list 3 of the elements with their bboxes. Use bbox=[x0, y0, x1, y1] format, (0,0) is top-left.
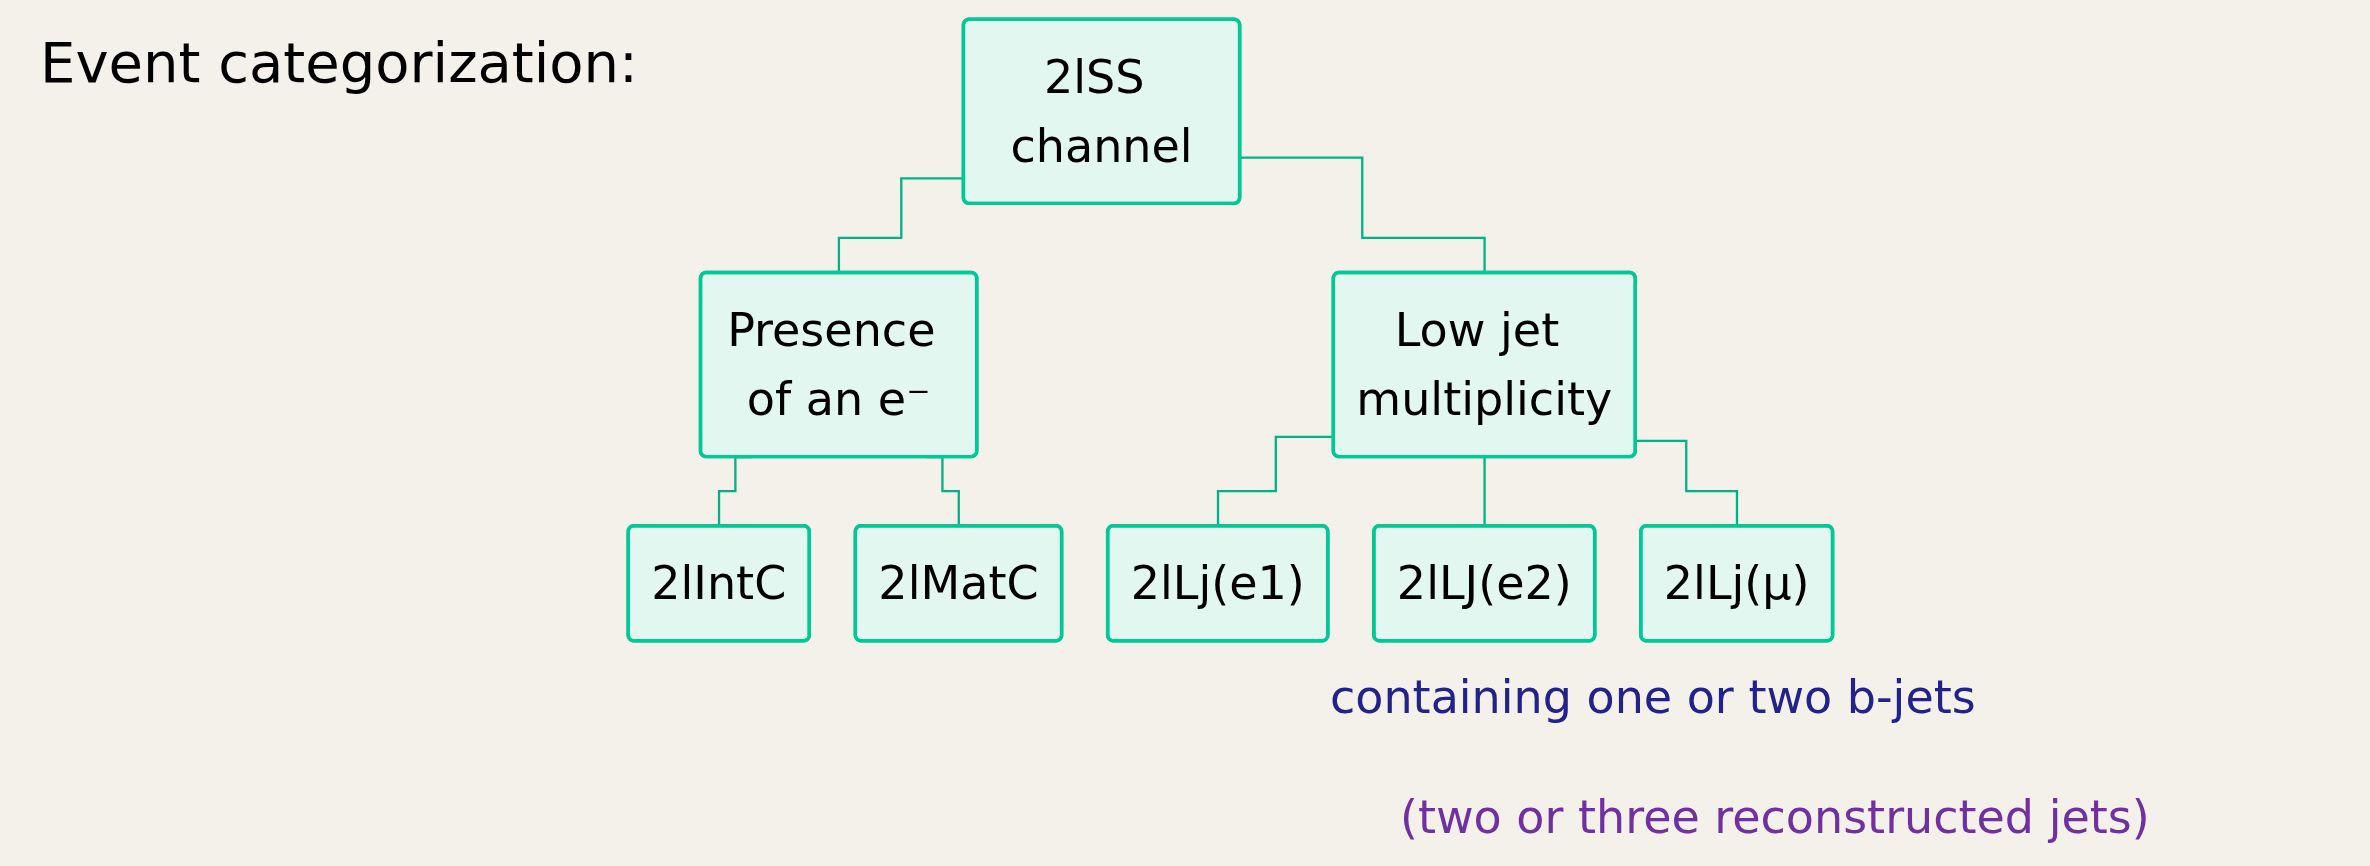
heading: Event categorization: bbox=[40, 30, 638, 95]
note-text: (two or three reconstructed jets) bbox=[1400, 790, 2150, 844]
note-text: containing one or two b-jets bbox=[1330, 670, 1976, 724]
